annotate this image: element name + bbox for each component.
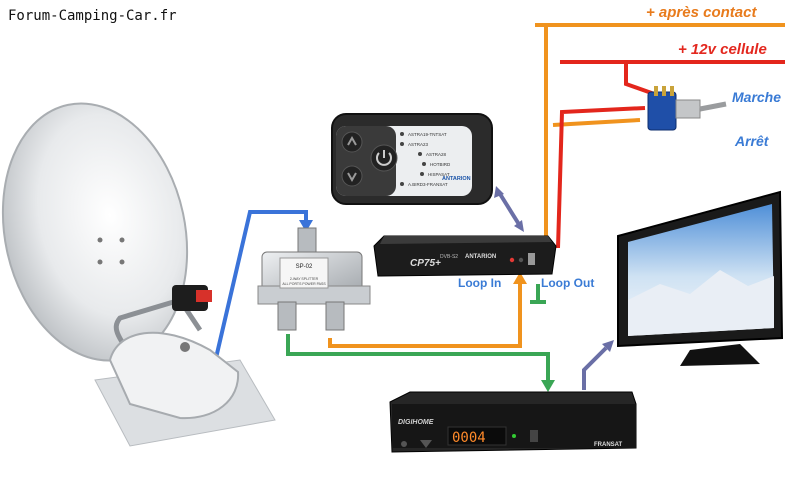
receiver-badge: FRANSAT <box>594 442 623 448</box>
label-arret: Arrêt <box>735 133 769 149</box>
satellite-item: ASTRA23 <box>408 142 429 147</box>
purple-links <box>498 192 608 390</box>
arrow-up-icon[interactable] <box>347 135 357 146</box>
satellite-item: ASTRA19-TNTSAT <box>408 132 447 137</box>
purple-arrow-icon <box>494 186 504 198</box>
green-wire <box>286 284 550 384</box>
controller-brand: ANTARION <box>465 254 496 260</box>
satellite-item: HISPASAT <box>428 172 450 177</box>
controller-box: CP75+ DVB-S2 ANTARION <box>373 235 557 277</box>
satellite-item: ASTRA28 <box>426 152 447 157</box>
orange-wires <box>328 23 785 348</box>
toggle-switch[interactable] <box>647 86 727 131</box>
controller-model: CP75+ <box>410 258 441 269</box>
receiver: DIGIHOME 0004 FRANSAT <box>389 391 637 453</box>
splitter-desc: 2-WAY SPLITTER <box>290 277 319 281</box>
label-apres-contact: + après contact <box>646 4 757 21</box>
receiver-display: 0004 <box>452 430 486 446</box>
arrow-down-icon[interactable] <box>347 172 357 183</box>
label-loop-out: Loop Out <box>541 276 595 290</box>
controller-sub: DVB-S2 <box>440 254 458 260</box>
blue-wire <box>214 210 308 359</box>
power-icon[interactable] <box>376 150 392 166</box>
label-loop-in: Loop In <box>458 276 502 290</box>
blue-arrow-icon <box>299 220 313 232</box>
television <box>617 190 784 366</box>
green-arrow-icon <box>541 380 555 392</box>
satellite-item: A.BIRD3-FRANSAT <box>408 182 448 187</box>
splitter-desc-2: ALL PORTS POWER PASS <box>282 282 326 286</box>
satellite-list: ASTRA19-TNTSAT ASTRA23 ASTRA28 HOTBIRD H… <box>400 132 451 187</box>
site-title: Forum-Camping-Car.fr <box>8 8 177 24</box>
splitter: SP-02 2-WAY SPLITTER ALL PORTS POWER PAS… <box>257 227 371 331</box>
remote-keypad: ASTRA19-TNTSAT ASTRA23 ASTRA28 HOTBIRD H… <box>331 113 493 205</box>
led-icon <box>509 257 515 263</box>
satellite-item: HOTBIRD <box>430 162 451 167</box>
channel-down-button[interactable] <box>420 440 432 448</box>
satellite-dish <box>1 102 276 447</box>
remote-brand: ANTARION <box>442 176 471 182</box>
orange-arrow-icon <box>513 272 527 284</box>
red-wires <box>556 60 785 249</box>
splitter-model: SP-02 <box>296 264 313 270</box>
receiver-brand: DIGIHOME <box>398 419 434 426</box>
label-12v-cellule: + 12v cellule <box>678 41 767 58</box>
power-button[interactable] <box>401 441 407 447</box>
label-marche: Marche <box>732 89 782 105</box>
